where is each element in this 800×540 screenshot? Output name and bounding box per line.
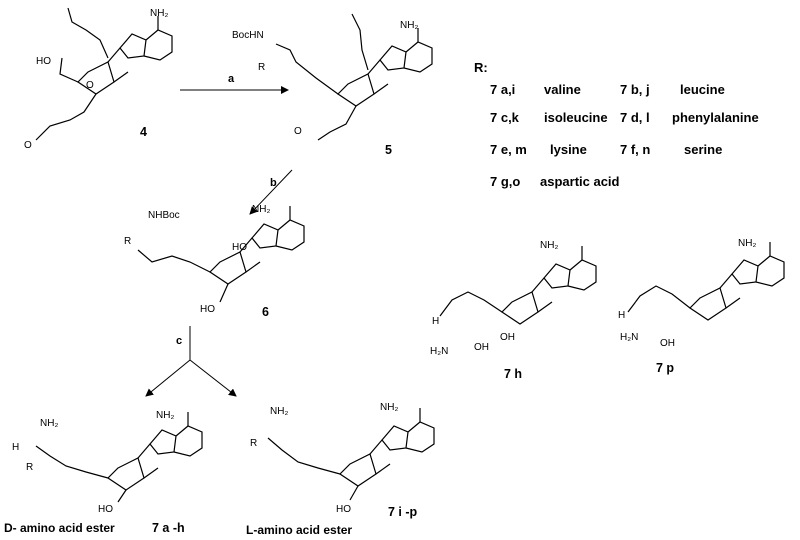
compound-label-5: 5: [385, 143, 392, 157]
atom-h: H: [12, 442, 19, 453]
svg-text:lysine: lysine: [550, 142, 587, 157]
compound-label-7p: 7 p: [656, 361, 674, 375]
atom-r: R: [250, 438, 257, 449]
svg-text:7 a,i: 7 a,i: [490, 82, 515, 97]
svg-text:7 g,o: 7 g,o: [490, 174, 520, 189]
atom-nh2: NH₂: [400, 20, 418, 31]
compound-7p: NH₂ H H₂N OH 7 p: [618, 238, 785, 375]
atom-h2n: H₂N: [430, 346, 448, 357]
compound-label-6: 6: [262, 305, 269, 319]
atom-oh: OH: [474, 342, 489, 353]
atom-r: R: [258, 62, 265, 73]
atom-o: O: [294, 126, 302, 137]
atom-ho: HO: [200, 304, 215, 315]
reagent-label-c: c: [176, 335, 182, 347]
legend-header: R:: [474, 60, 488, 75]
atom-ho: HO: [98, 504, 113, 515]
reaction-arrow-b: [249, 169, 293, 215]
reagent-label-a: a: [228, 73, 235, 85]
compound-label-4: 4: [140, 125, 147, 139]
legend-item: 7 g,o aspartic acid: [490, 174, 620, 189]
atom-nh2: NH₂: [540, 240, 558, 251]
substituent-legend: R: 7 a,i valine 7 b, j leucine 7 c,k iso…: [474, 60, 759, 189]
compound-6: NHBoc R NH₂ HO HO 6: [124, 204, 305, 319]
atom-nh2: NH₂: [252, 204, 270, 215]
compound-7a-h: NH₂ H R NH₂ HO D- amino acid ester 7 a -…: [4, 410, 203, 535]
legend-item: 7 b, j leucine: [620, 82, 725, 97]
atom-o: O: [24, 140, 32, 151]
svg-text:phenylalanine: phenylalanine: [672, 110, 759, 125]
svg-text:7 e, m: 7 e, m: [490, 142, 527, 157]
compound-4: HO NH₂ O O 4: [24, 7, 173, 151]
compound-label-7a-h: 7 a -h: [152, 521, 185, 535]
atom-bochn: BocHN: [232, 30, 264, 41]
atom-o: O: [86, 80, 94, 91]
svg-text:isoleucine: isoleucine: [544, 110, 608, 125]
atom-nh2: NH₂: [270, 406, 288, 417]
atom-h: H: [618, 310, 625, 321]
compound-label-7h: 7 h: [504, 367, 522, 381]
svg-text:serine: serine: [684, 142, 722, 157]
reaction-arrow-c-right: [189, 359, 237, 397]
compound-7i-p: NH₂ R NH₂ HO L-amino acid ester 7 i -p: [246, 402, 435, 537]
atom-h2n: H₂N: [620, 332, 638, 343]
atom-nh2: NH₂: [40, 418, 58, 429]
svg-text:7 c,k: 7 c,k: [490, 110, 520, 125]
legend-item: 7 f, n serine: [620, 142, 722, 157]
atom-nhboc: NHBoc: [148, 210, 180, 221]
compound-label-7i-p: 7 i -p: [388, 505, 418, 519]
atom-nh2: NH₂: [380, 402, 398, 413]
atom-ho: HO: [36, 56, 51, 67]
legend-item: 7 d, l phenylalanine: [620, 110, 759, 125]
reaction-arrow-c-left: [145, 359, 191, 397]
compound-5: BocHN R NH₂ O 5: [232, 13, 433, 157]
svg-text:7 f, n: 7 f, n: [620, 142, 650, 157]
svg-text:valine: valine: [544, 82, 581, 97]
atom-oh: OH: [660, 338, 675, 349]
compound-7h: NH₂ H H₂N OH OH 7 h: [430, 240, 597, 381]
caption-d-ester: D- amino acid ester: [4, 521, 115, 535]
atom-oh: OH: [500, 332, 515, 343]
legend-item: 7 a,i valine: [490, 82, 581, 97]
caption-l-ester: L-amino acid ester: [246, 523, 352, 537]
atom-h: H: [432, 316, 439, 327]
svg-text:7 d, l: 7 d, l: [620, 110, 650, 125]
atom-r: R: [124, 236, 131, 247]
svg-text:aspartic acid: aspartic acid: [540, 174, 620, 189]
atom-ho: HO: [336, 504, 351, 515]
atom-nh2: NH₂: [738, 238, 756, 249]
atom-nh2: NH₂: [156, 410, 174, 421]
legend-item: 7 c,k isoleucine: [490, 110, 608, 125]
legend-item: 7 e, m lysine: [490, 142, 587, 157]
atom-r: R: [26, 462, 33, 473]
atom-nh2: NH₂: [150, 8, 168, 19]
atom-ho: HO: [232, 242, 247, 253]
reagent-label-b: b: [270, 177, 277, 189]
svg-text:leucine: leucine: [680, 82, 725, 97]
svg-text:7 b, j: 7 b, j: [620, 82, 650, 97]
